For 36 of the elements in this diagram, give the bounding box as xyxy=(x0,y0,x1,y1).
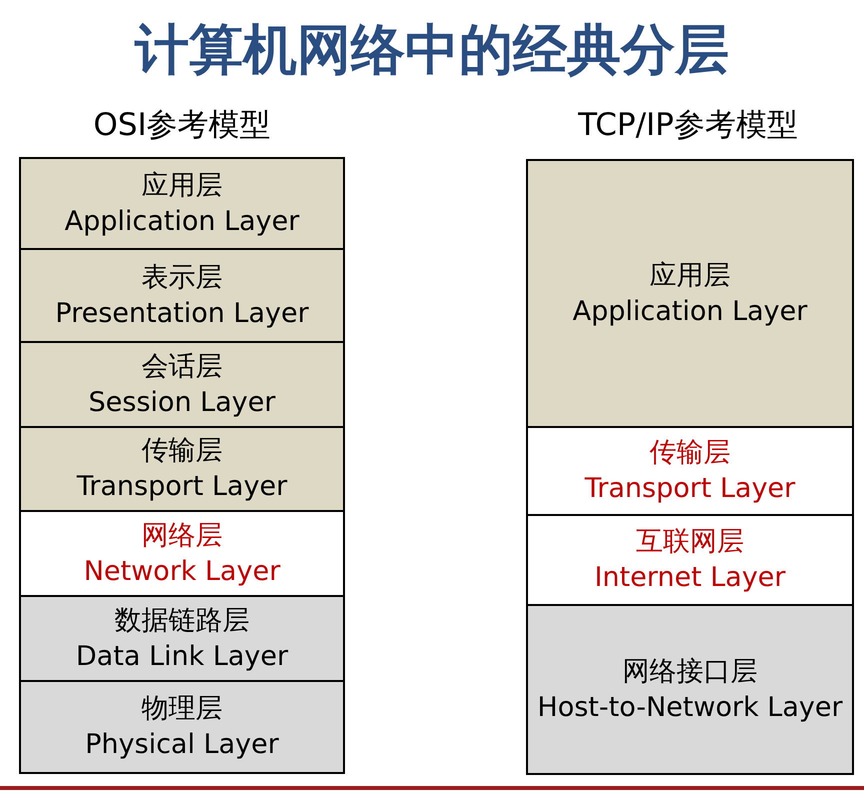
layer-box xyxy=(19,595,345,682)
layer-box xyxy=(19,341,345,428)
layer-name: Presentation Layer xyxy=(55,296,309,330)
layer-name: 物理层 xyxy=(142,692,222,726)
layer-name: 互联网层 xyxy=(636,525,744,559)
layer-name: 会话层 xyxy=(142,350,222,384)
layer-name: Network Layer xyxy=(84,554,280,588)
column-heading: TCP/IP参考模型 xyxy=(577,106,799,145)
layer-name: Data Link Layer xyxy=(76,640,288,674)
layer-name: 表示层 xyxy=(142,260,222,294)
layer-name: Transport Layer xyxy=(584,472,796,506)
layer-name: Application Layer xyxy=(64,204,300,238)
layer-box xyxy=(19,248,345,343)
layer-name: Host-to-Network Layer xyxy=(537,690,843,724)
layer-name: Physical Layer xyxy=(85,728,279,762)
layer-name: 网络接口层 xyxy=(622,654,758,688)
layer-name: Session Layer xyxy=(88,386,276,420)
layer-name: Transport Layer xyxy=(76,470,288,504)
column-heading: OSI参考模型 xyxy=(92,106,272,145)
layer-box xyxy=(526,514,854,606)
layer-box xyxy=(19,510,345,597)
layer-name: 数据链路层 xyxy=(114,604,250,638)
title: 计算机网络中的经典分层 xyxy=(133,17,730,83)
layer-box xyxy=(526,604,854,775)
layer-box xyxy=(19,157,345,250)
layer-box xyxy=(19,426,345,512)
layer-name: 网络层 xyxy=(142,518,222,552)
layer-name: 应用层 xyxy=(142,168,222,202)
layer-box xyxy=(526,426,854,516)
layer-name: Application Layer xyxy=(572,294,808,328)
layer-name: Internet Layer xyxy=(594,561,786,595)
layer-box xyxy=(19,680,345,774)
layer-name: 应用层 xyxy=(650,258,730,292)
layer-name: 传输层 xyxy=(650,436,730,470)
layer-box xyxy=(526,159,854,428)
layer-name: 传输层 xyxy=(142,434,222,468)
